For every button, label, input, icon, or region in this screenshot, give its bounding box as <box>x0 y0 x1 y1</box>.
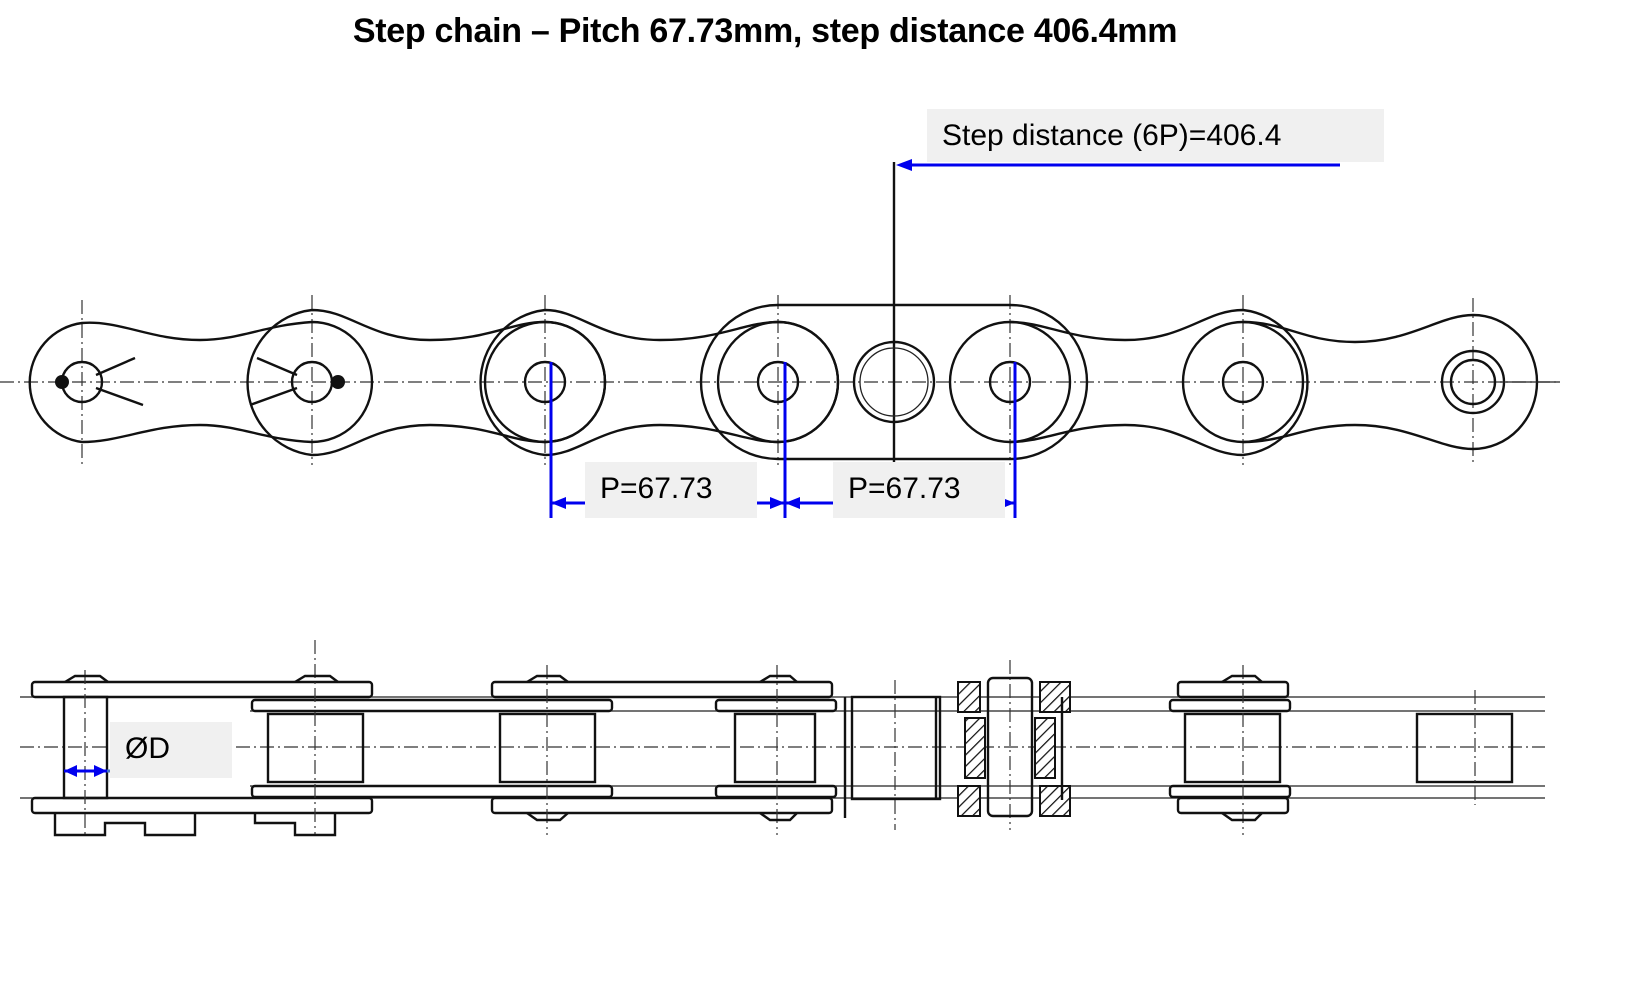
diameter-text: ØD <box>125 732 170 765</box>
pitch-left-text: P=67.73 <box>600 472 713 505</box>
pitch-label-left: P=67.73 <box>585 462 757 518</box>
diameter-label: ØD <box>110 722 232 778</box>
top-view <box>0 162 1560 465</box>
pitch-label-right: P=67.73 <box>833 462 1005 518</box>
pitch-right-text: P=67.73 <box>848 472 961 505</box>
step-distance-text: Step distance (6P)=406.4 <box>942 119 1282 152</box>
side-view <box>20 640 1545 837</box>
step-distance-label: Step distance (6P)=406.4 <box>927 109 1384 162</box>
diagram-title: Step chain – Pitch 67.73mm, step distanc… <box>352 12 1178 50</box>
